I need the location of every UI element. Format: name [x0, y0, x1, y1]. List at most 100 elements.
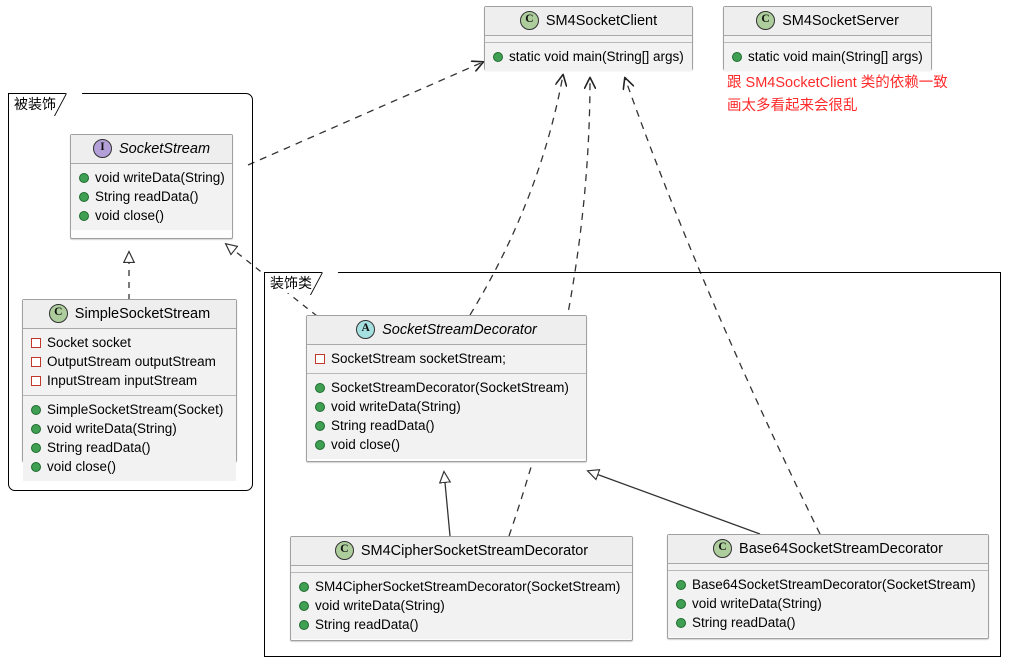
class-member: OutputStream outputStream: [31, 352, 227, 371]
class-base64-socket-stream-decorator[interactable]: C Base64SocketStreamDecorator Base64Sock…: [667, 534, 989, 639]
member-label: String readData(): [692, 615, 796, 630]
class-member: void close(): [315, 435, 577, 454]
class-header: C SM4CipherSocketStreamDecorator: [291, 537, 632, 566]
class-fields-section: [485, 36, 692, 42]
class-member: SM4CipherSocketStreamDecorator(SocketStr…: [299, 577, 623, 596]
class-header: C Base64SocketStreamDecorator: [668, 535, 988, 564]
member-label: OutputStream outputStream: [47, 354, 216, 369]
package-decorators: 装饰类: [264, 272, 1001, 657]
class-member: void close(): [79, 206, 223, 225]
class-member: String readData(): [79, 187, 223, 206]
private-visibility-icon: [31, 375, 41, 386]
public-visibility-icon: [315, 420, 325, 431]
class-name: SM4SocketClient: [545, 12, 658, 29]
class-badge-icon: C: [519, 11, 539, 30]
class-member: String readData(): [676, 613, 979, 632]
class-simple-socket-stream[interactable]: C SimpleSocketStream Socket socket Outpu…: [22, 299, 237, 481]
class-member: SocketStreamDecorator(SocketStream): [315, 378, 577, 397]
class-member: void writeData(String): [79, 168, 225, 187]
private-visibility-icon: [31, 356, 41, 367]
class-methods-section: Base64SocketStreamDecorator(SocketStream…: [668, 570, 988, 637]
member-label: void close(): [331, 437, 401, 452]
member-label: SM4CipherSocketStreamDecorator(SocketStr…: [315, 579, 621, 594]
class-header: C SM4SocketServer: [724, 7, 931, 36]
public-visibility-icon: [315, 382, 325, 393]
public-visibility-icon: [493, 51, 503, 62]
member-label: void writeData(String): [692, 596, 822, 611]
class-member: InputStream inputStream: [31, 371, 227, 390]
member-label: Base64SocketStreamDecorator(SocketStream…: [692, 577, 976, 592]
public-visibility-icon: [31, 404, 41, 415]
public-visibility-icon: [299, 600, 309, 611]
class-member: static void main(String[] args): [732, 47, 923, 66]
class-member: String readData(): [315, 416, 577, 435]
member-label: InputStream inputStream: [47, 373, 198, 388]
public-visibility-icon: [676, 579, 686, 590]
class-header: C SM4SocketClient: [485, 7, 692, 36]
public-visibility-icon: [299, 619, 309, 630]
interface-header: I SocketStream: [71, 135, 232, 164]
class-member: static void main(String[] args): [493, 47, 684, 66]
class-member: void writeData(String): [31, 419, 227, 438]
class-member: SocketStream socketStream;: [315, 349, 577, 368]
class-name: SM4CipherSocketStreamDecorator: [360, 542, 589, 559]
package-decorators-label: 装饰类: [264, 272, 326, 293]
class-sm4-socket-server[interactable]: C SM4SocketServer static void main(Strin…: [723, 6, 932, 71]
class-sm4-cipher-socket-stream-decorator[interactable]: C SM4CipherSocketStreamDecorator SM4Ciph…: [290, 536, 633, 641]
class-fields-section: [291, 566, 632, 572]
member-label: void writeData(String): [315, 598, 445, 613]
class-fields-section: Socket socket OutputStream outputStream …: [23, 329, 236, 395]
public-visibility-icon: [299, 581, 309, 592]
server-note: 跟 SM4SocketClient 类的依赖一致 画太多看起来会很乱: [727, 72, 948, 118]
interface-methods-section: void writeData(String) String readData()…: [71, 164, 232, 230]
class-methods-section: SimpleSocketStream(Socket) void writeDat…: [23, 395, 236, 481]
abstract-badge-icon: A: [356, 320, 376, 339]
member-label: Socket socket: [47, 335, 132, 350]
class-methods-section: static void main(String[] args): [485, 42, 692, 71]
public-visibility-icon: [676, 617, 686, 628]
class-fields-section: SocketStream socketStream;: [307, 345, 586, 373]
public-visibility-icon: [31, 442, 41, 453]
class-name: Base64SocketStreamDecorator: [739, 540, 943, 557]
public-visibility-icon: [79, 210, 89, 221]
member-label: void close(): [47, 459, 117, 474]
member-label: String readData(): [47, 440, 151, 455]
package-decorated: 被装饰: [8, 93, 253, 491]
server-note-line-1: 跟 SM4SocketClient 类的依赖一致: [727, 75, 948, 91]
member-label: String readData(): [331, 418, 435, 433]
class-methods-section: SocketStreamDecorator(SocketStream) void…: [307, 373, 586, 459]
interface-socket-stream[interactable]: I SocketStream void writeData(String) St…: [70, 134, 233, 239]
class-badge-icon: C: [713, 539, 733, 558]
member-label: void writeData(String): [95, 170, 225, 185]
public-visibility-icon: [79, 191, 89, 202]
class-sm4-socket-client[interactable]: C SM4SocketClient static void main(Strin…: [484, 6, 693, 71]
public-visibility-icon: [732, 51, 742, 62]
public-visibility-icon: [31, 423, 41, 434]
public-visibility-icon: [315, 401, 325, 412]
public-visibility-icon: [315, 439, 325, 450]
member-label: static void main(String[] args): [748, 49, 923, 64]
class-member: SimpleSocketStream(Socket): [31, 400, 227, 419]
class-methods-section: SM4CipherSocketStreamDecorator(SocketStr…: [291, 572, 632, 639]
private-visibility-icon: [31, 337, 41, 348]
member-label: void writeData(String): [47, 421, 177, 436]
class-fields-section: [724, 36, 931, 42]
member-label: SimpleSocketStream(Socket): [47, 402, 224, 417]
class-badge-icon: C: [756, 11, 776, 30]
class-badge-icon: C: [48, 304, 68, 323]
class-member: String readData(): [31, 438, 227, 457]
edge-dependency-interface-to-client: [247, 62, 483, 166]
member-label: String readData(): [95, 189, 199, 204]
abstract-class-socket-stream-decorator[interactable]: A SocketStreamDecorator SocketStream soc…: [306, 315, 587, 462]
class-member: void close(): [31, 457, 227, 476]
class-member: Base64SocketStreamDecorator(SocketStream…: [676, 575, 979, 594]
class-name: SM4SocketServer: [782, 12, 899, 29]
package-decorated-label: 被装饰: [8, 93, 70, 114]
public-visibility-icon: [31, 461, 41, 472]
member-label: void writeData(String): [331, 399, 461, 414]
class-member: void writeData(String): [676, 594, 979, 613]
member-label: SocketStreamDecorator(SocketStream): [331, 380, 569, 395]
class-badge-icon: C: [334, 541, 354, 560]
class-member: void writeData(String): [315, 397, 577, 416]
